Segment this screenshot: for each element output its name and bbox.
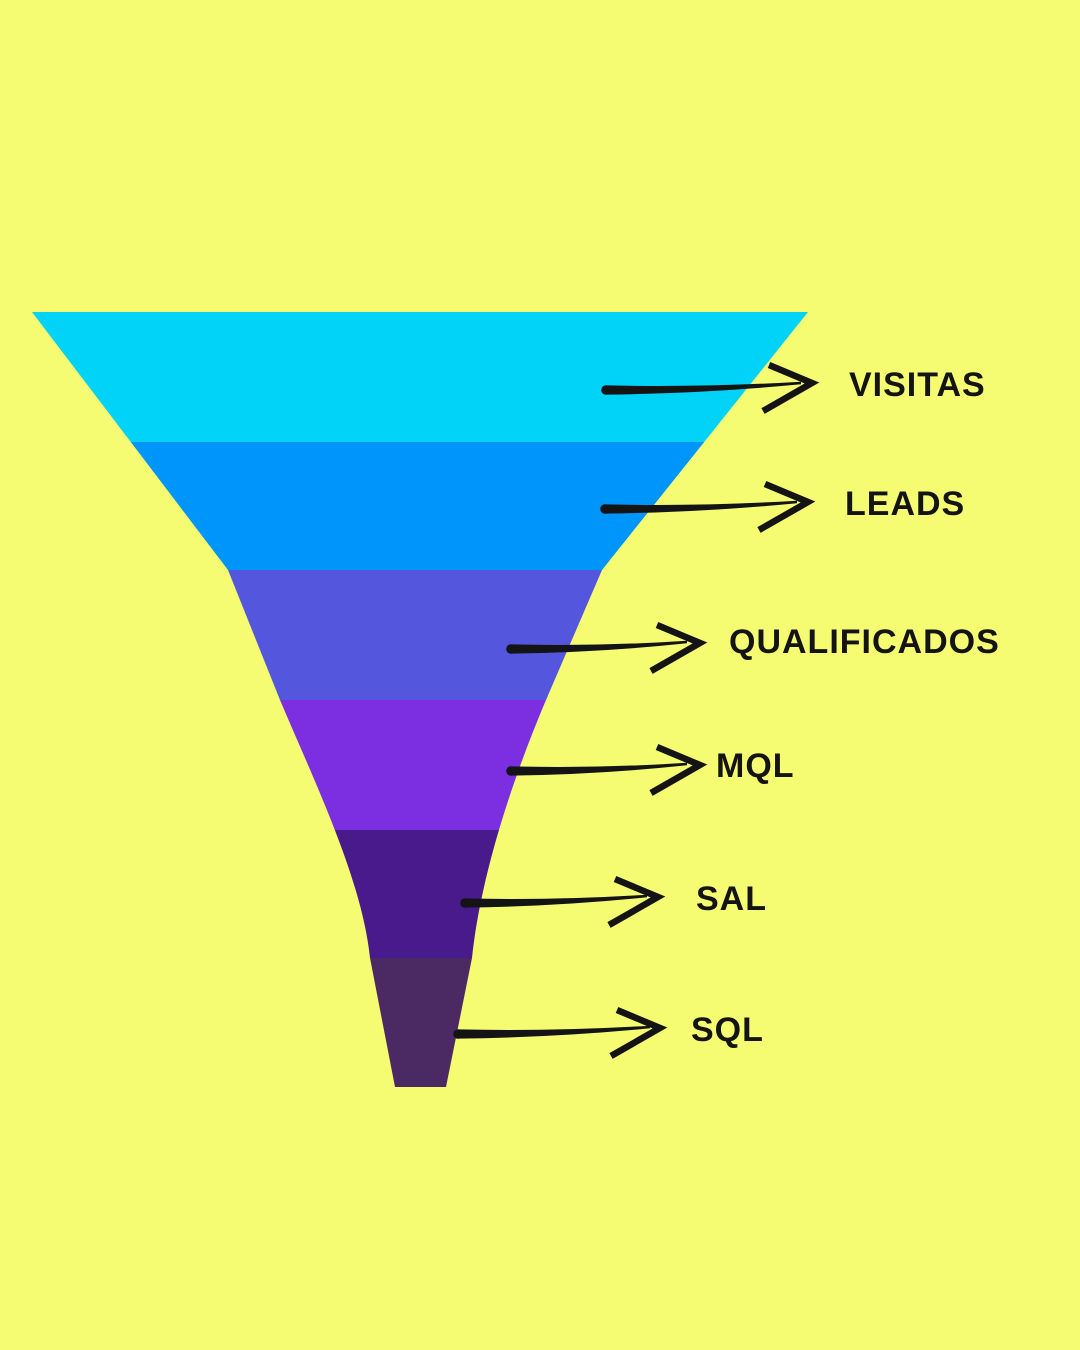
arrow-shaft	[511, 762, 687, 776]
arrow-shaft	[606, 381, 801, 395]
arrow-shaft	[605, 500, 797, 514]
label-mql: MQL	[716, 747, 795, 785]
funnel-level-visitas	[32, 312, 808, 442]
label-leads: LEADS	[845, 485, 965, 523]
annotation-sal: SAL	[460, 876, 767, 928]
label-visitas: VISITAS	[849, 366, 986, 404]
annotations: VISITAS LEADS QUALIFICADOS MQ	[453, 362, 1000, 1059]
annotation-qualificados: QUALIFICADOS	[506, 622, 1000, 674]
arrow-chevron-icon	[649, 622, 708, 674]
arrow-chevron-icon	[609, 1007, 668, 1059]
annotation-leads: LEADS	[600, 481, 965, 533]
arrow-chevron-icon	[761, 362, 820, 414]
annotation-sql: SQL	[453, 1007, 764, 1059]
annotation-visitas: VISITAS	[601, 362, 986, 414]
label-qualificados: QUALIFICADOS	[729, 623, 1000, 661]
arrow-shaft	[465, 894, 647, 908]
arrow-chevron-icon	[757, 481, 816, 533]
label-sql: SQL	[691, 1011, 764, 1049]
annotation-mql: MQL	[506, 744, 795, 796]
arrow-chevron-icon	[607, 876, 666, 928]
label-sal: SAL	[696, 880, 767, 918]
arrow-shaft	[511, 640, 687, 654]
arrow-shaft	[458, 1025, 650, 1039]
arrow-chevron-icon	[649, 744, 708, 796]
